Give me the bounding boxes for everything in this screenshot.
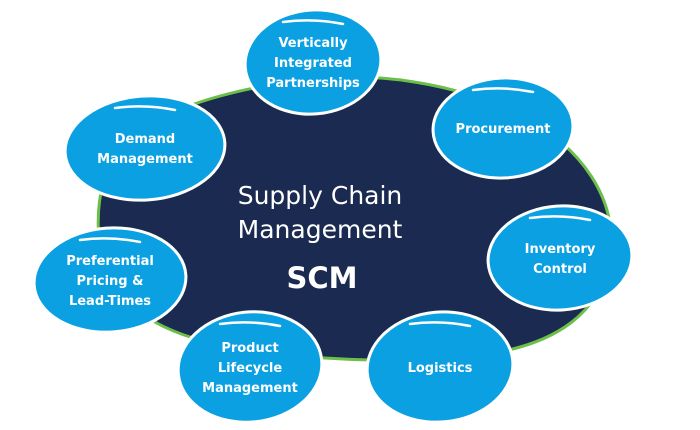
node-blob-shape (243, 8, 383, 116)
node-highlight-stroke (113, 105, 177, 112)
node-highlight-stroke (218, 321, 282, 328)
node-label-line: Product (221, 341, 278, 356)
node-label-line: Preferential (66, 254, 154, 269)
node-highlight-stroke (78, 237, 142, 244)
node-label-line: Partnerships (266, 76, 360, 91)
node-label-line: Vertically (278, 36, 348, 51)
node-blob-shape (365, 310, 515, 424)
node-label-line: Lead-Times (69, 294, 151, 309)
node-label-line: Control (533, 262, 587, 277)
node-label-line: Demand (115, 132, 176, 147)
node-label-line: Lifecycle (218, 361, 283, 376)
node-label-line: Inventory (525, 242, 596, 257)
node-blob-shape (176, 310, 324, 424)
node-highlight-stroke (528, 215, 592, 222)
node-blob-shape (431, 76, 575, 180)
node-label-line: Logistics (408, 361, 473, 376)
center-title: Supply Chain Management SCM (238, 181, 403, 295)
node-blob-shape (63, 94, 227, 202)
node-label-line: Management (97, 152, 193, 167)
node-label-line: Procurement (456, 122, 551, 137)
node-blob-shape (32, 226, 188, 334)
node-procurement: Procurement (431, 76, 575, 180)
node-highlight-stroke (471, 87, 535, 94)
center-title-line1: Supply Chain (238, 181, 403, 210)
node-label-line: Pricing & (77, 274, 144, 289)
center-title-abbr: SCM (286, 261, 357, 295)
node-highlight-stroke (408, 321, 472, 328)
node-logistics: Logistics (365, 310, 515, 424)
center-title-line2: Management (238, 215, 403, 244)
node-label-line: Management (202, 381, 298, 396)
node-label-line: Integrated (274, 56, 352, 71)
node-blob-shape (486, 204, 634, 312)
node-highlight-stroke (281, 19, 345, 26)
